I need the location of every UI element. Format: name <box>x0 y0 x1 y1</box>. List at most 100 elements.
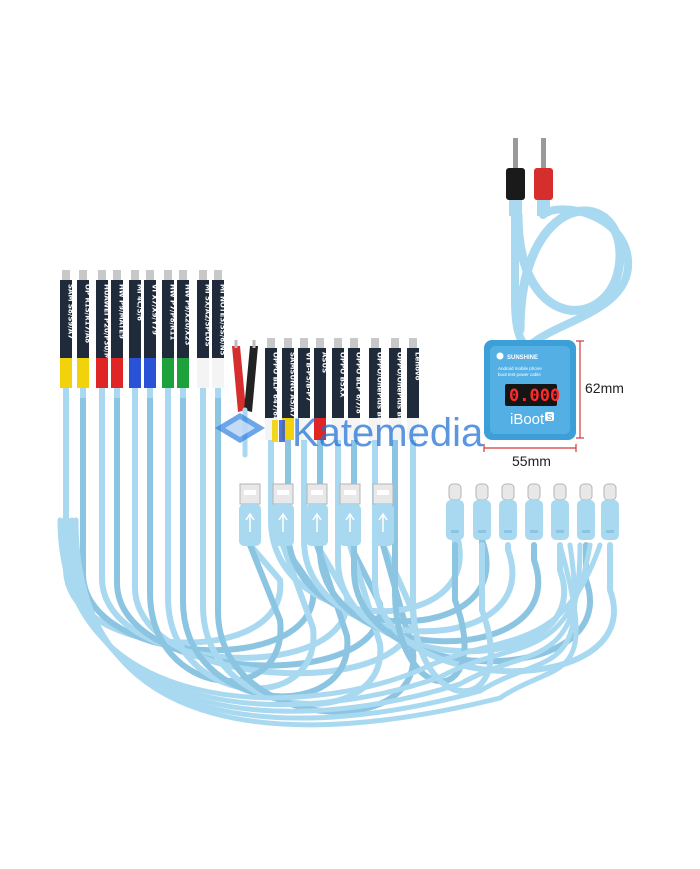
booster-box: SUNSHINE Android mobile phone boot test … <box>484 340 576 440</box>
flex-cable-left: HW P7/P8/R11 <box>162 270 177 398</box>
flex-sleeve <box>77 358 89 388</box>
flex-label: VI X7/X9/Y79 <box>151 284 159 335</box>
flex-body <box>60 280 72 358</box>
usb-c-plug <box>577 483 595 540</box>
flex-connector <box>214 270 222 280</box>
usb-c-metal <box>527 483 541 501</box>
flex-neck <box>200 388 206 398</box>
usb-icon <box>245 512 255 532</box>
outer-loop <box>73 517 579 728</box>
flex-neck <box>63 388 69 398</box>
usb-c-metal <box>475 483 489 501</box>
flex-sleeve <box>332 418 344 440</box>
height-dimension: 62mm <box>576 340 624 439</box>
flex-label: ASUS <box>321 352 329 373</box>
usb-a-plug <box>372 483 394 546</box>
flex-cable-left: HW P9/X20/X23 <box>177 270 192 398</box>
flex-cable-right: OPPO BLP 6/7/8 <box>348 338 363 440</box>
usb-c-grip <box>582 530 590 533</box>
banana-plug-red <box>534 138 553 216</box>
flex-cable-right: OPPO B5XX <box>332 338 347 440</box>
flex-body <box>162 280 174 358</box>
usb-c-shell <box>446 500 464 540</box>
flex-cable-left: VI X7/X9/Y79 <box>144 270 159 398</box>
watermark: Katemedia <box>215 411 484 455</box>
box-line-1: Android mobile phone <box>498 366 542 371</box>
usb-c-plug <box>601 483 619 540</box>
flex-cable-right: Lenovo <box>407 338 422 440</box>
flex-connector <box>199 270 207 280</box>
flex-neck <box>147 388 153 398</box>
flex-sleeve <box>111 358 123 388</box>
flex-connector <box>371 338 379 348</box>
usb-a-plug <box>239 483 261 546</box>
flex-body <box>314 348 326 418</box>
flex-label: MI 5X/A2/5PLUS <box>204 284 212 347</box>
flex-sleeve <box>212 358 224 388</box>
flex-neck <box>180 388 186 398</box>
usb-icon <box>312 512 322 532</box>
flex-body <box>389 348 401 418</box>
flex-body <box>298 348 310 418</box>
box-model-badge: S <box>547 413 552 422</box>
usb-a-tongue <box>344 490 356 495</box>
flex-label: OPPO BLP 6/7/8 <box>355 352 363 414</box>
usb-a-tongue <box>244 490 256 495</box>
flex-body <box>282 348 294 418</box>
flex-sleeve <box>197 358 209 388</box>
flex-body <box>265 348 277 418</box>
usb-c-shell <box>499 500 517 540</box>
flex-label: HUAWEI P20/P30/MATE20 <box>103 284 111 384</box>
flex-sleeve <box>177 358 189 388</box>
usb-c-metal <box>501 483 515 501</box>
usb-c-plug <box>551 483 569 540</box>
height-label: 62mm <box>585 380 624 396</box>
flex-connector <box>98 270 106 280</box>
flex-body <box>348 348 360 418</box>
flex-label: OPPO BLP 647/683/605 <box>272 352 280 443</box>
usb-c-metal <box>579 483 593 501</box>
flex-body <box>407 348 419 418</box>
usb-c-shell <box>577 500 595 540</box>
right-cable <box>410 437 494 695</box>
usb-icon <box>378 512 388 532</box>
box-cable-loop <box>513 206 625 335</box>
flex-label: VI B-P5/B-P7 <box>305 352 313 402</box>
usb-c-grip <box>530 530 538 533</box>
flex-label: OP R15/R17/A8 <box>84 284 92 343</box>
flex-body <box>111 280 123 358</box>
flex-label: SAM S8/S9/A7 <box>67 284 75 339</box>
flex-label: MI 4C/5/6 <box>136 284 144 321</box>
flex-sleeve <box>348 418 360 440</box>
flex-cable-left: MI 5X/A2/5PLUS <box>197 270 212 398</box>
usb-c-metal <box>603 483 617 501</box>
usb-a-plug <box>306 483 328 546</box>
flex-body <box>129 280 141 358</box>
flex-cables: SAM S8/S9/A7 OP R15/R17/A8 HUAWEI P20/P30/… <box>60 270 422 445</box>
flex-body <box>212 280 224 358</box>
flex-connector <box>179 270 187 280</box>
usb-icon <box>278 512 288 532</box>
flex-label: SAMSUNG A5/A7 <box>289 352 297 417</box>
width-label: 55mm <box>512 453 551 469</box>
flex-connector <box>391 338 399 348</box>
flex-sleeve <box>407 418 419 440</box>
flex-sleeve <box>60 358 72 388</box>
watermark-text: Katemedia <box>292 411 484 455</box>
flex-sleeve <box>298 418 310 440</box>
flex-connector <box>334 338 342 348</box>
flex-neck <box>114 388 120 398</box>
flex-connector <box>409 338 417 348</box>
usb-c-shell <box>473 500 491 540</box>
flex-body <box>332 348 344 418</box>
flex-neck <box>132 388 138 398</box>
lcd-display <box>505 384 557 406</box>
flex-connector <box>284 338 292 348</box>
flex-cable-right: OPPO/OnePlus BLP 8X <box>389 338 404 440</box>
flex-cable-right: VI B-P5/B-P7 <box>298 338 313 440</box>
banana-plug-black <box>506 138 525 216</box>
right-cable <box>301 437 516 635</box>
usb-c-plug <box>473 483 491 540</box>
flex-body <box>96 280 108 358</box>
